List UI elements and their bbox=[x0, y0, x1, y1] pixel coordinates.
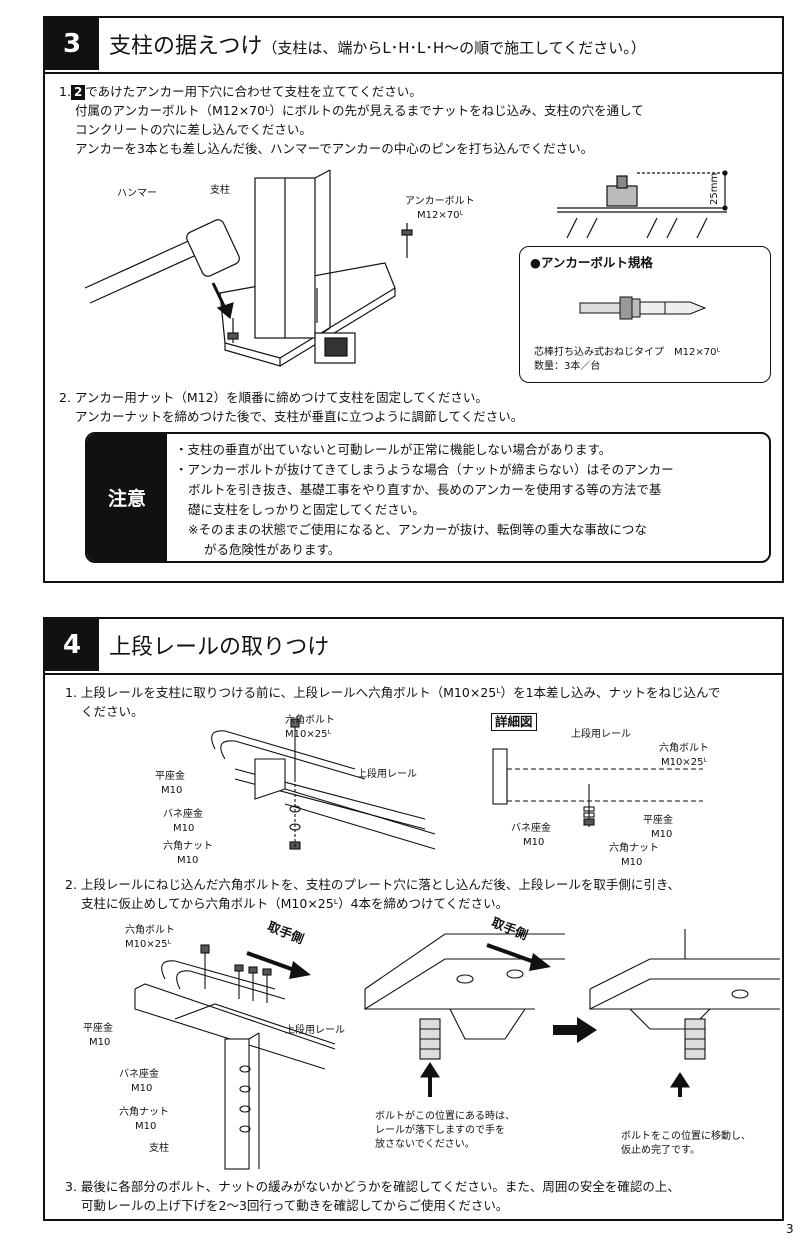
label-anchor-size: M12×70ᴸ bbox=[417, 210, 463, 221]
fig3-caption-a-2: レールが落下しますので手を bbox=[375, 1125, 505, 1136]
fig2-upper-rail: 上段用レール bbox=[285, 1025, 345, 1036]
detail-spring-washer-size: M10 bbox=[523, 837, 545, 848]
fig3-caption-a-3: 放さないでください。 bbox=[375, 1139, 475, 1150]
caution-line-4: 礎に支柱をしっかりと固定してください。 bbox=[188, 502, 425, 517]
fig2-flat-washer: 平座金 bbox=[83, 1023, 113, 1034]
handle-side-arrow-right-icon bbox=[486, 943, 551, 971]
section-4-header: 4 上段レールの取りつけ bbox=[45, 619, 782, 675]
detail-drawing bbox=[492, 748, 703, 827]
section-3-header: 3 支柱の据えつけ（支柱は、端からL･H･L･H～の順で施工してください。） bbox=[45, 18, 782, 74]
fig3-caption-b-1: ボルトをこの位置に移動し、 bbox=[621, 1131, 751, 1142]
fig1-upper-rail: 上段用レール bbox=[357, 769, 417, 780]
fig2-hex-bolt-size: M10×25ᴸ bbox=[125, 939, 171, 950]
step-1-line-3: コンクリートの穴に差し込んでください。 bbox=[75, 122, 312, 137]
caution-box: 注意 ・支柱の垂直が出ていないと可動レールが正常に機能しない場合があります。 ・… bbox=[85, 432, 771, 563]
detail-flat-washer-size: M10 bbox=[651, 829, 673, 840]
spec-type: 芯棒打ち込み式おねじタイプ M12×70ᴸ bbox=[534, 347, 720, 358]
fig1-hex-nut-size: M10 bbox=[177, 855, 199, 866]
detail-flat-washer: 平座金 bbox=[643, 815, 673, 826]
transition-arrow-icon bbox=[553, 1017, 597, 1043]
detail-upper-rail: 上段用レール bbox=[571, 729, 631, 740]
section-4-title: 上段レールの取りつけ bbox=[109, 635, 330, 660]
detail-title: 詳細図 bbox=[491, 713, 537, 731]
spec-quantity: 数量：3本／台 bbox=[534, 361, 601, 372]
caution-line-3: ボルトを引き抜き、基礎工事をやり直すか、長めのアンカーを使用する等の方法で基 bbox=[188, 482, 662, 497]
fig1-hex-bolt-size: M10×25ᴸ bbox=[285, 729, 331, 740]
fig1-hex-bolt: 六角ボルト bbox=[285, 715, 335, 726]
section-3-title-main: 支柱の据えつけ bbox=[109, 34, 263, 59]
fig2-hex-nut: 六角ナット bbox=[119, 1107, 169, 1118]
caution-line-2: ・アンカーボルトが抜けてきてしまうような場合（ナットが締まらない）はそのアンカー bbox=[175, 462, 674, 477]
fig2-hex-bolt: 六角ボルト bbox=[125, 925, 175, 936]
s4-step-3-line-2: 可動レールの上げ下げを2～3回行って動きを確認してからご使用ください。 bbox=[81, 1198, 509, 1213]
s4-step-2-line-2: 支柱に仮止めしてから六角ボルト（M10×25ᴸ）4本を締めつけてください。 bbox=[81, 896, 509, 911]
step-2-line-2: アンカーナットを締めつけた後で、支柱が垂直に立つように調節してください。 bbox=[75, 409, 524, 424]
step-1-line-2: 付属のアンカーボルト（M12×70ᴸ）にボルトの先が見えるまでナットをねじ込み、… bbox=[75, 103, 644, 118]
label-dimension: 25mm bbox=[709, 172, 720, 205]
fig1-hex-nut: 六角ナット bbox=[163, 841, 213, 852]
label-hammer: ハンマー bbox=[117, 188, 157, 199]
s4-step-1-line-2: ください。 bbox=[81, 704, 144, 719]
section-3-title: 支柱の据えつけ（支柱は、端からL･H･L･H～の順で施工してください。） bbox=[109, 28, 646, 60]
caution-line-1: ・支柱の垂直が出ていないと可動レールが正常に機能しない場合があります。 bbox=[175, 442, 612, 457]
detail-spring-washer: バネ座金 bbox=[511, 823, 551, 834]
fig1-spring-washer: バネ座金 bbox=[163, 809, 203, 820]
step-1-prefix: 1. bbox=[59, 84, 71, 99]
label-post: 支柱 bbox=[210, 185, 230, 196]
section-3: 3 支柱の据えつけ（支柱は、端からL･H･L･H～の順で施工してください。） 1… bbox=[43, 16, 784, 583]
rail-mounting-illustration bbox=[134, 944, 336, 1170]
fig1-spring-washer-size: M10 bbox=[173, 823, 195, 834]
fig2-spring-washer-size: M10 bbox=[131, 1083, 153, 1094]
s4-step-1-line-1: 1. 上段レールを支柱に取りつける前に、上段レールへ六角ボルト（M10×25ᴸ）… bbox=[65, 685, 721, 700]
step-1-line-4: アンカーを3本とも差し込んだ後、ハンマーでアンカーの中心のピンを打ち込んでくださ… bbox=[75, 141, 594, 156]
step-reference-badge: 2 bbox=[70, 85, 86, 100]
anchor-bolt-icon bbox=[579, 296, 707, 320]
section-4-number: 4 bbox=[45, 619, 99, 671]
fig2-flat-washer-size: M10 bbox=[89, 1037, 111, 1048]
fig1-flat-washer-size: M10 bbox=[161, 785, 183, 796]
label-anchor-bolt: アンカーボルト bbox=[405, 196, 475, 207]
post-installation-illustration bbox=[84, 169, 413, 367]
handle-side-arrow-left-icon bbox=[246, 951, 311, 979]
fig3-caption-b-2: 仮止め完了です。 bbox=[621, 1145, 700, 1156]
detail-hex-bolt-size: M10×25ᴸ bbox=[661, 757, 707, 768]
s4-step-2-line-1: 2. 上段レールにねじ込んだ六角ボルトを、支柱のプレート穴に落とし込んだ後、上段… bbox=[65, 877, 681, 892]
spec-title: ●アンカーボルト規格 bbox=[530, 255, 653, 270]
anchor-cross-section bbox=[557, 170, 728, 239]
bolt-position-before-illustration bbox=[364, 933, 565, 1097]
step-1-text-1: であけたアンカー用下穴に合わせて支柱を立ててください。 bbox=[85, 84, 422, 99]
fig2-spring-washer: バネ座金 bbox=[119, 1069, 159, 1080]
fig1-flat-washer: 平座金 bbox=[155, 771, 185, 782]
section-4: 4 上段レールの取りつけ 1. 上段レールを支柱に取りつける前に、上段レールへ六… bbox=[43, 617, 784, 1221]
section-3-number: 3 bbox=[45, 18, 99, 70]
detail-hex-nut: 六角ナット bbox=[609, 843, 659, 854]
fig2-hex-nut-size: M10 bbox=[135, 1121, 157, 1132]
bolt-position-after-illustration bbox=[589, 929, 780, 1097]
page-number: 3 bbox=[786, 1222, 794, 1236]
rail-bolt-illustration bbox=[211, 718, 436, 850]
detail-hex-bolt: 六角ボルト bbox=[659, 743, 709, 754]
anchor-spec-box: ●アンカーボルト規格 芯棒打ち込み式おねじタイプ M12×70ᴸ 数量：3本／台 bbox=[519, 246, 771, 383]
caution-label: 注意 bbox=[87, 434, 167, 561]
caution-line-6: がる危険性があります。 bbox=[204, 542, 341, 557]
fig3-caption-a-1: ボルトがこの位置にある時は、 bbox=[375, 1111, 515, 1122]
s4-step-3-line-1: 3. 最後に各部分のボルト、ナットの緩みがないかどうかを確認してください。また、… bbox=[65, 1179, 680, 1194]
section-3-subtitle: （支柱は、端からL･H･L･H～の順で施工してください。） bbox=[262, 39, 646, 57]
detail-hex-nut-size: M10 bbox=[621, 857, 643, 868]
caution-line-5: ※そのままの状態でご使用になると、アンカーが抜け、転倒等の重大な事故につな bbox=[188, 522, 647, 537]
step-2-line-1: 2. アンカー用ナット（M12）を順番に締めつけて支柱を固定してください。 bbox=[59, 390, 488, 405]
fig2-post: 支柱 bbox=[149, 1143, 169, 1154]
